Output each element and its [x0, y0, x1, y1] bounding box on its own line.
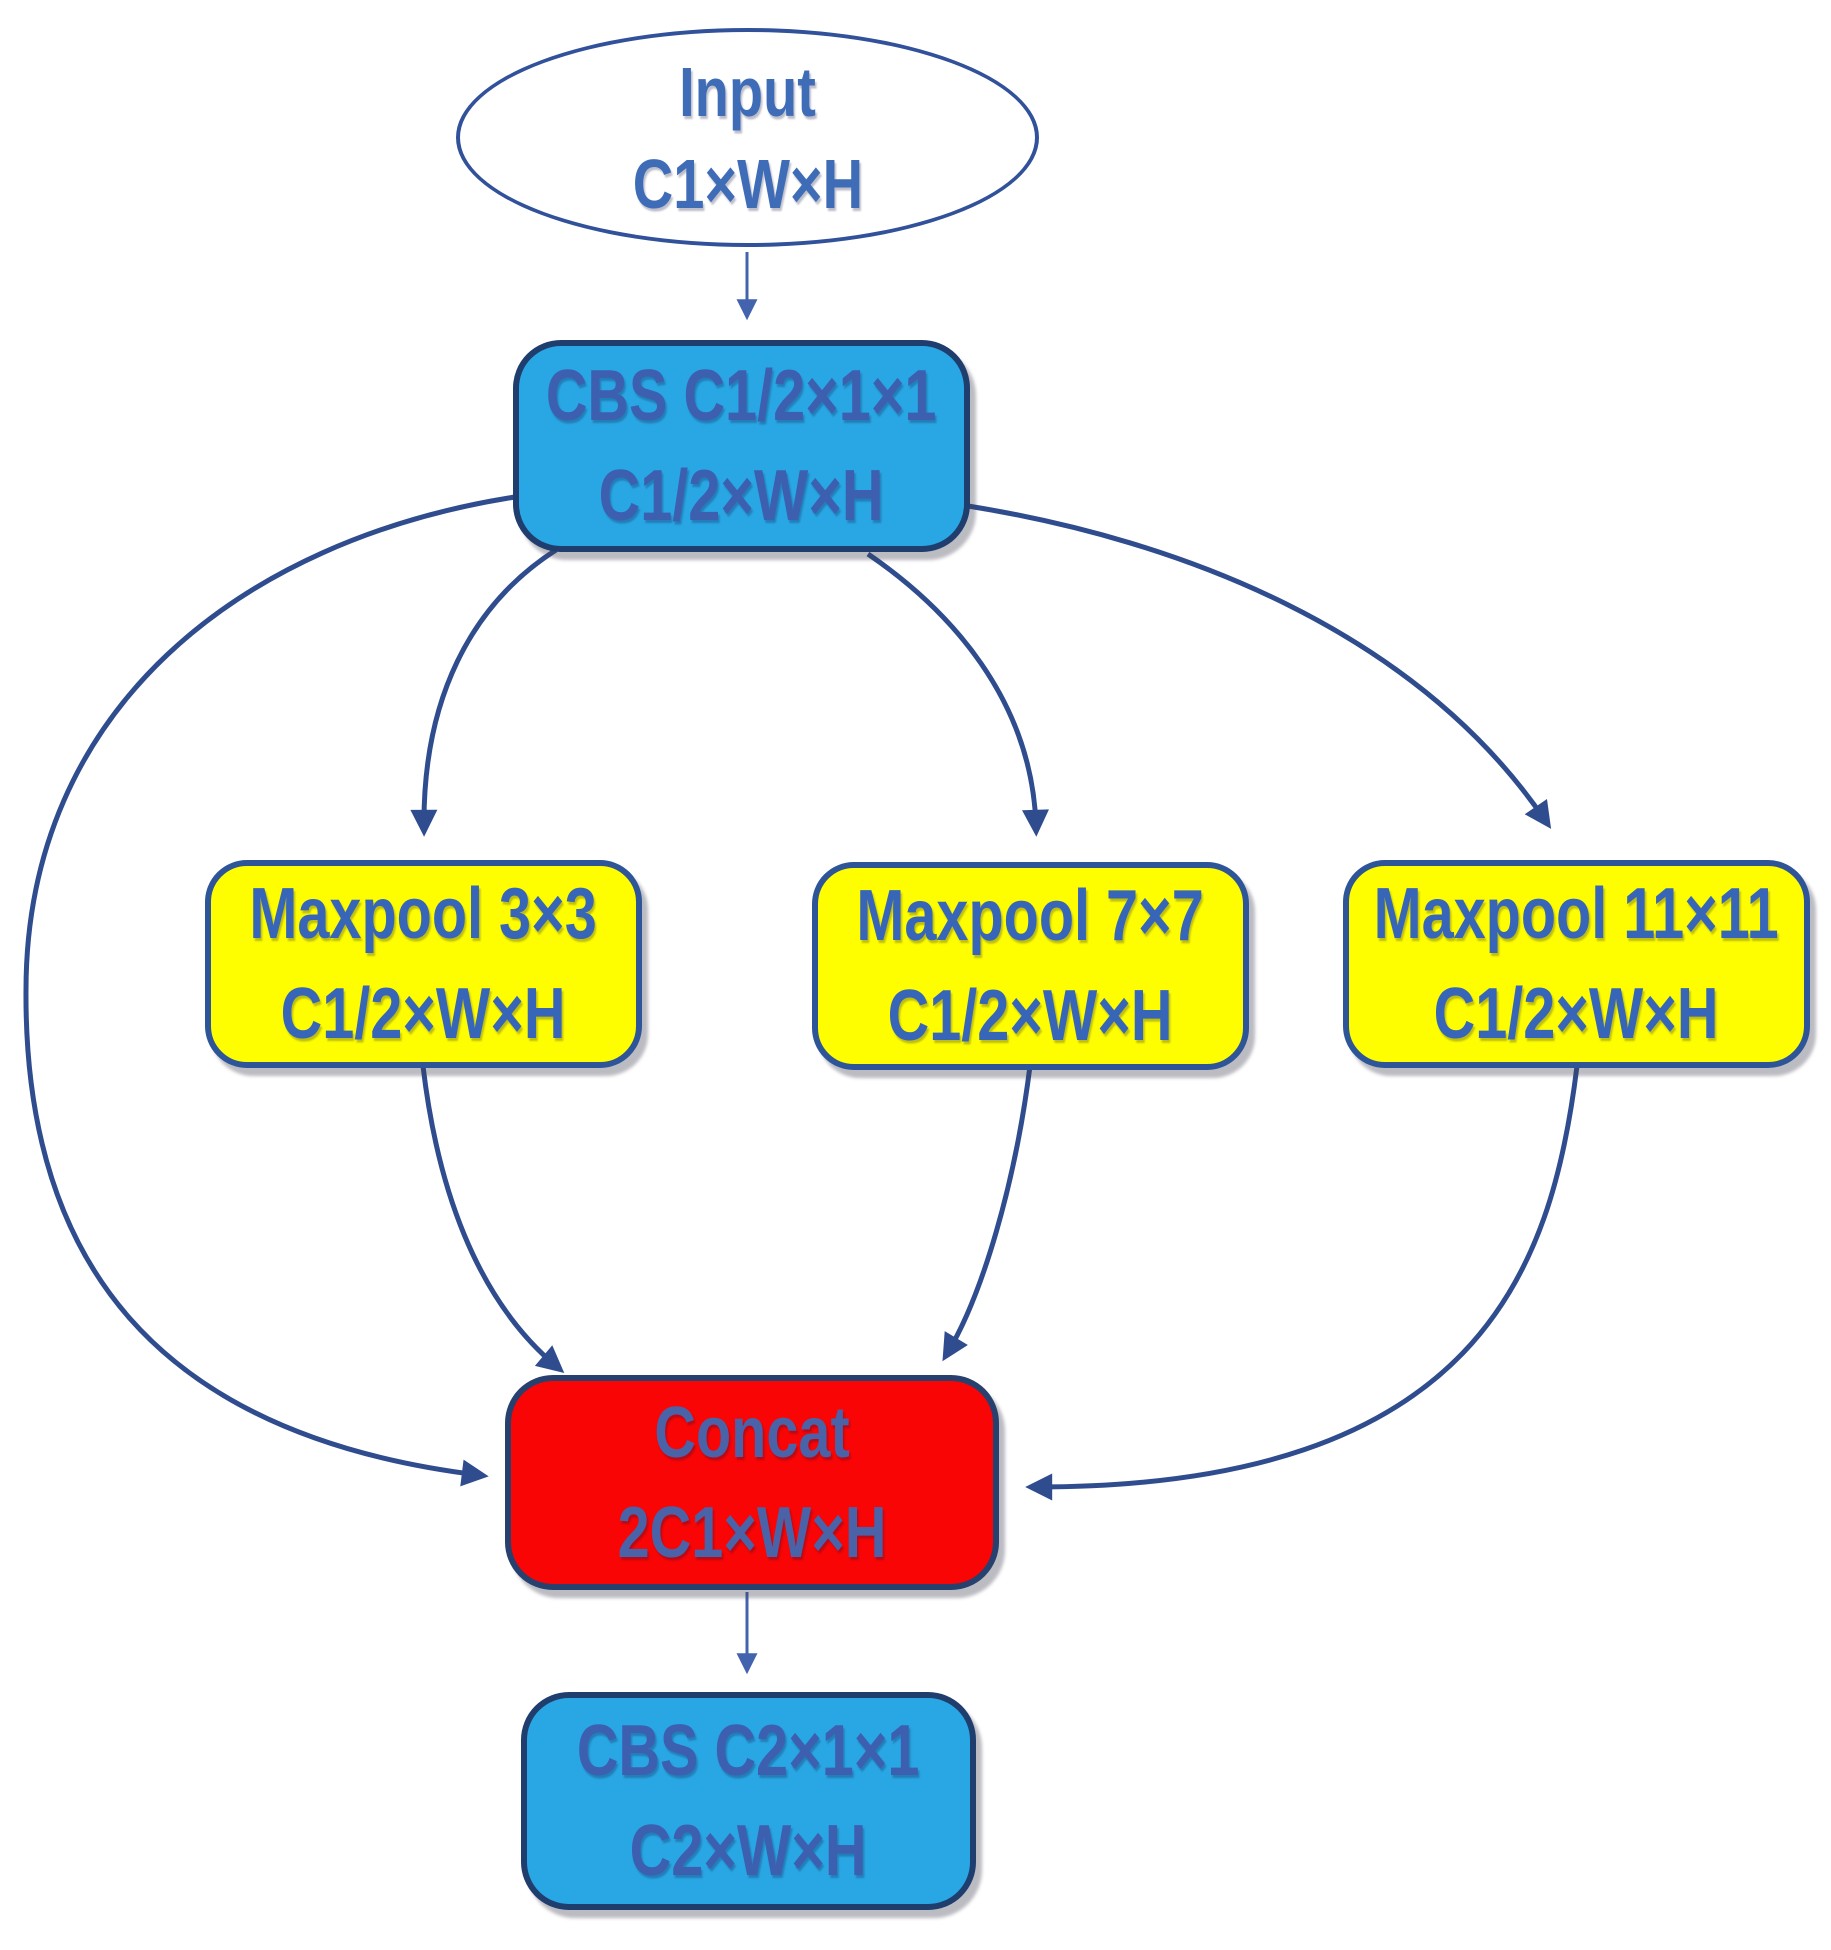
node-maxpool-7x7: Maxpool 7×7 C1/2×W×H: [812, 862, 1249, 1070]
edge-maxpool7-to-concat: [942, 1065, 1033, 1362]
node-maxpool-11x11: Maxpool 11×11 C1/2×W×H: [1343, 860, 1810, 1068]
edge-maxpool3-to-concat: [420, 1065, 565, 1373]
node-maxpool-7x7-line2: C1/2×W×H: [888, 976, 1173, 1056]
node-cbs1-line1: CBS C1/2×1×1: [546, 356, 937, 436]
node-maxpool-3x3: Maxpool 3×3 C1/2×W×H: [205, 860, 642, 1068]
node-cbs2-line1: CBS C2×1×1: [577, 1711, 920, 1791]
node-maxpool-11x11-line1: Maxpool 11×11: [1373, 874, 1780, 954]
node-cbs1-line2: C1/2×W×H: [599, 456, 884, 536]
node-cbs2: CBS C2×1×1 C2×W×H: [521, 1692, 976, 1910]
node-concat: Concat 2C1×W×H: [505, 1375, 999, 1590]
node-cbs2-line2: C2×W×H: [630, 1811, 867, 1891]
node-input-line2: C1×W×H: [632, 144, 863, 223]
node-maxpool-3x3-line1: Maxpool 3×3: [249, 874, 598, 954]
node-input: Input C1×W×H: [456, 28, 1039, 247]
node-maxpool-11x11-line2: C1/2×W×H: [1434, 974, 1719, 1054]
edge-maxpool11-to-concat: [1025, 1065, 1580, 1501]
node-maxpool-3x3-line2: C1/2×W×H: [281, 974, 566, 1054]
node-input-line1: Input: [679, 52, 816, 131]
node-concat-line2: 2C1×W×H: [617, 1492, 887, 1573]
edge-cbs1-to-maxpool7: [866, 551, 1049, 837]
node-maxpool-7x7-line1: Maxpool 7×7: [856, 876, 1205, 956]
node-concat-line1: Concat: [654, 1392, 850, 1473]
edge-cbs1-to-concat: [23, 494, 516, 1487]
edge-cbs1-to-maxpool3: [410, 547, 558, 837]
node-cbs1: CBS C1/2×1×1 C1/2×W×H: [513, 340, 970, 552]
edge-cbs1-to-maxpool11: [967, 503, 1552, 829]
